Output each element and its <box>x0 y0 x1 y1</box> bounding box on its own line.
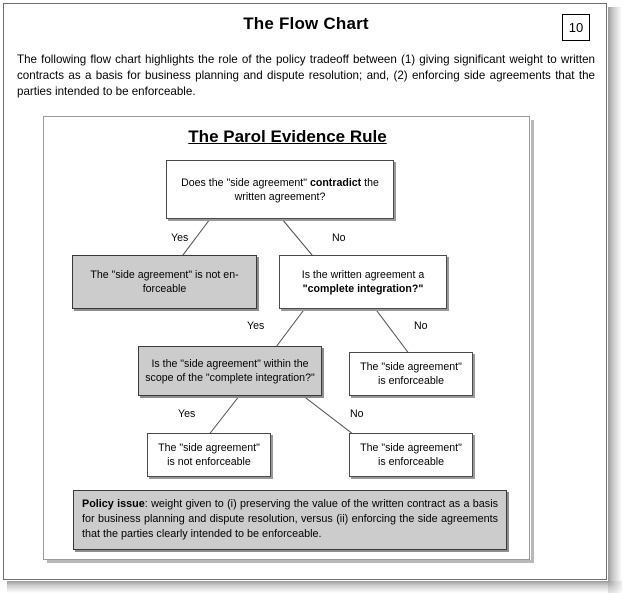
page-number-value: 10 <box>568 20 584 35</box>
page-number-badge: 10 <box>562 14 590 41</box>
policy-issue-text: : weight given to (i) preserving the val… <box>82 498 498 540</box>
page-title: The Flow Chart <box>243 14 369 33</box>
edge-label-q1-yes: Yes <box>171 232 189 244</box>
flowchart-node-r1[interactable]: The "side agreement" is not en-forceable <box>72 255 257 309</box>
slide-drop-shadow-right <box>608 7 622 584</box>
edge-label-q2-yes: Yes <box>247 320 265 332</box>
flowchart-node-q1[interactable]: Does the "side agreement" contradict the… <box>166 160 394 219</box>
slide-drop-shadow-bottom <box>7 581 608 593</box>
flowchart-title: The Parol Evidence Rule <box>188 127 387 146</box>
flowchart-node-r4[interactable]: The "side agreement" is enforceable <box>349 433 473 477</box>
flowchart-node-q2[interactable]: Is the written agreement a "complete int… <box>279 255 447 309</box>
edge-label-q2-no: No <box>414 320 428 332</box>
edge-label-q3-no: No <box>350 408 364 420</box>
policy-issue-label: Policy issue <box>82 498 145 510</box>
flowchart-node-q3[interactable]: Is the "side agreement" within the scope… <box>138 346 322 396</box>
chart-panel-shadow-bottom <box>47 560 534 563</box>
flowchart-node-r3[interactable]: The "side agreement" is not enforceable <box>147 433 271 477</box>
flowchart-node-q2-text: Is the written agreement a "complete int… <box>285 268 441 296</box>
q1-text-before: Does the "side agreement" <box>181 176 310 189</box>
policy-issue-box: Policy issue: weight given to (i) preser… <box>73 490 507 550</box>
q2-text-before: Is the written agreement a <box>301 269 425 281</box>
edge-label-q3-yes: Yes <box>178 408 196 420</box>
flowchart-node-r1-text: The "side agreement" is not en-forceable <box>90 269 239 295</box>
flowchart-node-q3-text: Is the "side agreement" within the scope… <box>145 358 315 384</box>
intro-paragraph: The following flow chart highlights the … <box>17 53 595 99</box>
flowchart-node-r2[interactable]: The "side agreement" is enforceable <box>349 352 473 396</box>
chart-panel-shadow-right <box>531 120 534 561</box>
flowchart-node-r4-text: The "side agreement" is enforceable <box>360 442 462 468</box>
flowchart-node-q1-text: Does the "side agreement" contradict the… <box>172 176 388 204</box>
edge-label-q1-no: No <box>332 232 346 244</box>
flowchart-node-r3-text: The "side agreement" is not enforceable <box>158 442 260 468</box>
q1-text-after: the written agreement? <box>234 176 379 203</box>
flowchart-panel: The Parol Evidence Rule Does the "side a… <box>43 116 530 560</box>
slide-drop-shadow-corner <box>608 581 622 593</box>
slide-frame: The Flow Chart 10 The following flow cha… <box>3 3 607 580</box>
q2-text-bold: "complete integration?" <box>302 283 424 295</box>
flowchart-node-r2-text: The "side agreement" is enforceable <box>360 361 462 387</box>
q1-text-bold: contradict <box>309 176 362 189</box>
